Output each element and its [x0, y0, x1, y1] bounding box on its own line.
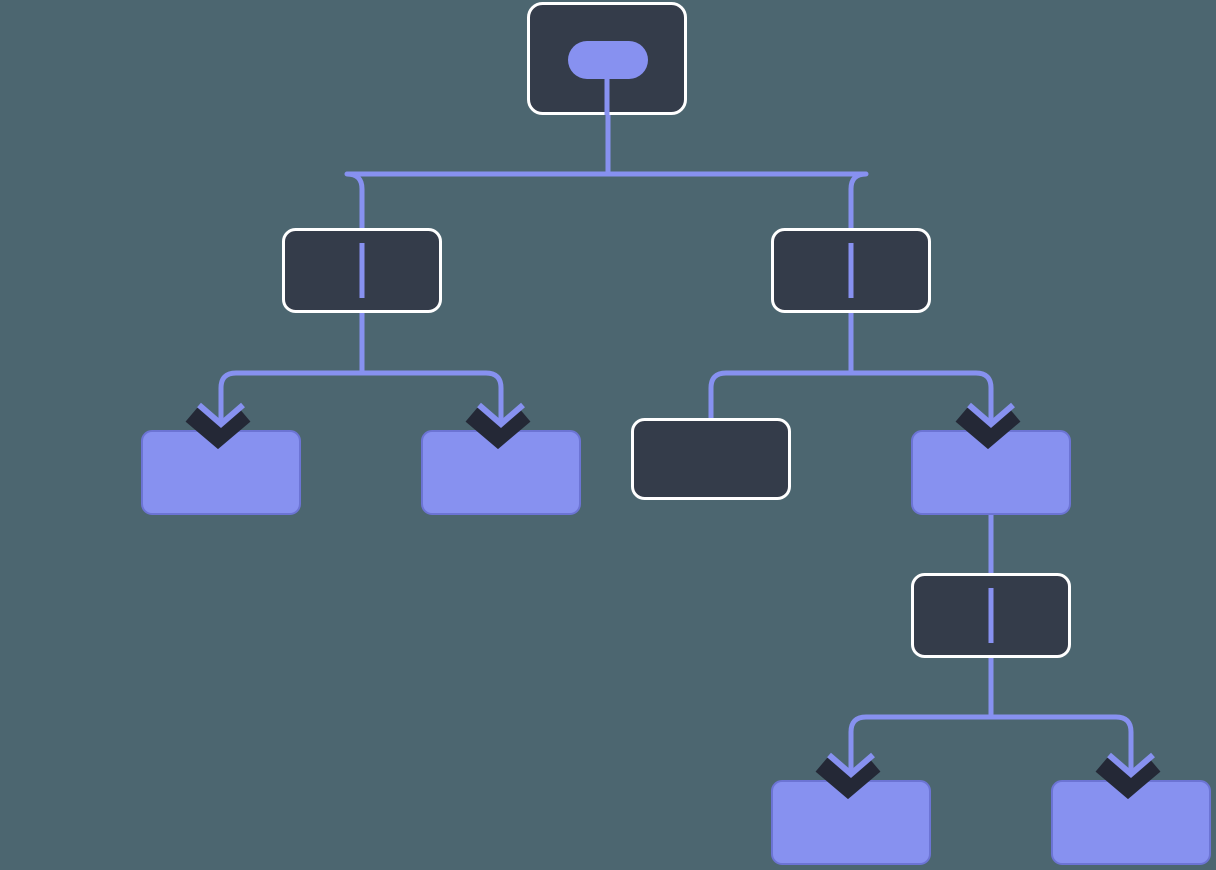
connector-level2-left-to-leaf-b-arrowhead-icon — [465, 402, 531, 450]
arrowhead-shadow-icon — [185, 406, 251, 450]
arrowhead-icon — [967, 402, 1015, 428]
connector-root-to-level2-left — [344, 171, 608, 243]
arrowhead-icon — [197, 402, 245, 428]
connector-level2-right-to-branch-node-arrowhead-icon — [955, 402, 1021, 450]
arrowhead-icon — [1107, 752, 1155, 778]
connector-level2-left-to-leaf-a — [218, 370, 362, 430]
connector-root-to-level2-right — [608, 171, 869, 243]
connector-level2-right-to-dark-node — [708, 370, 851, 420]
arrowhead-layer — [185, 402, 1161, 800]
connector-level2-left-to-leaf-a-arrowhead-icon — [185, 402, 251, 450]
root-node-pill-marker — [568, 41, 648, 79]
connector-level4-to-leaf-a — [848, 714, 991, 780]
connector-level4-to-leaf-a-arrowhead-icon — [815, 752, 881, 800]
arrowhead-shadow-icon — [1095, 756, 1161, 800]
level3-dark-node-box[interactable] — [631, 418, 791, 500]
connector-level2-right-to-branch-node — [851, 370, 994, 430]
level2-left-node[interactable] — [282, 228, 442, 313]
arrowhead-shadow-icon — [815, 756, 881, 800]
connector-level4-to-leaf-b — [991, 714, 1134, 780]
root-node[interactable] — [527, 2, 687, 116]
arrowhead-shadow-icon — [955, 406, 1021, 450]
level3-dark-node[interactable] — [631, 418, 791, 500]
connector-level4-to-leaf-b-arrowhead-icon — [1095, 752, 1161, 800]
level2-right-node[interactable] — [771, 228, 931, 313]
node-layer — [141, 2, 1211, 865]
arrowhead-shadow-icon — [465, 406, 531, 450]
connector-level2-left-to-leaf-b — [362, 370, 504, 430]
level4-dark-node[interactable] — [911, 573, 1071, 658]
arrowhead-icon — [827, 752, 875, 778]
arrowhead-icon — [477, 402, 525, 428]
